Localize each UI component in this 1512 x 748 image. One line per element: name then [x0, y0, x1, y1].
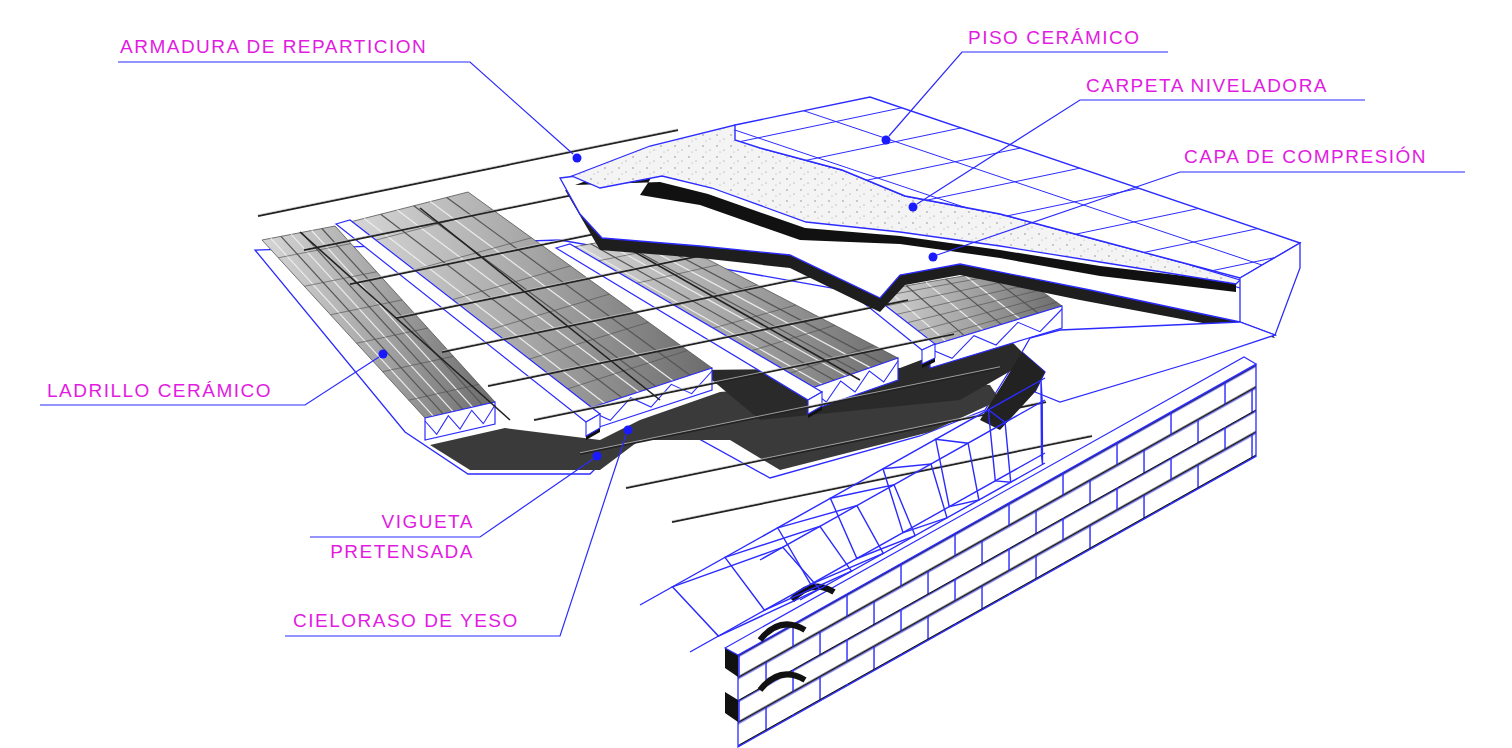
stirrup: [883, 464, 947, 533]
part-label: CIELORASO DE YESO: [293, 610, 519, 632]
wall-end: [725, 692, 738, 722]
block-web: [425, 405, 495, 434]
block-rib: [381, 214, 622, 397]
block-end-profile: [590, 368, 712, 430]
block-joint: [330, 300, 402, 315]
rebar-bar: [626, 402, 1046, 488]
part-label: ARMADURA DE REPARTICION: [120, 36, 427, 58]
ceramic-floor: [735, 97, 1300, 278]
cage-bar: [640, 378, 1045, 605]
stirrup: [725, 526, 852, 610]
joist-bar: [300, 232, 510, 420]
rebar-highlight: [442, 265, 862, 351]
prestressed-joist: [556, 244, 822, 400]
stirrup: [936, 439, 979, 506]
block-joint: [412, 238, 531, 271]
block-joint: [528, 322, 649, 359]
cage-bar: [690, 453, 1045, 652]
block-joint: [357, 328, 428, 343]
rebar-bar: [534, 334, 954, 420]
part-label: VIGUETA PRETENSADA: [294, 507, 474, 567]
bond-beam-cage: [640, 378, 1045, 652]
block-end-profile: [425, 402, 495, 440]
slab-edge: [1240, 243, 1300, 335]
wall-end-arc: [760, 587, 834, 690]
leader-dots: [379, 136, 938, 461]
rebar-bar: [580, 368, 1000, 454]
block-joint: [304, 272, 376, 287]
joist-end: [922, 344, 935, 364]
block-joint: [383, 356, 454, 371]
joist-end: [808, 392, 822, 414]
part-label: CAPA DE COMPRESIÓN: [1184, 146, 1427, 168]
stirrup: [830, 485, 915, 559]
block-end-profile: [812, 358, 898, 410]
part-label: PISO CERÁMICO: [968, 27, 1141, 49]
joist-end: [586, 414, 600, 436]
brick-wall: [738, 364, 1256, 747]
part-label: LADRILLO CERÁMICO: [47, 380, 272, 402]
wall-top: [725, 357, 1256, 655]
cage-bar: [800, 463, 1045, 600]
block-web: [812, 361, 898, 402]
stirrup: [1041, 380, 1043, 464]
leader-lines: [40, 52, 1465, 636]
rebar-highlight: [534, 333, 954, 419]
rebar-bar: [442, 266, 862, 352]
stirrup: [988, 410, 1010, 482]
rebar-highlight: [626, 401, 1046, 487]
block-joint: [895, 284, 1032, 315]
part-label: CARPETA NIVELADORA: [1086, 75, 1328, 97]
cage-bar: [760, 400, 1045, 560]
block-joint: [409, 384, 479, 400]
stirrup: [778, 506, 884, 585]
